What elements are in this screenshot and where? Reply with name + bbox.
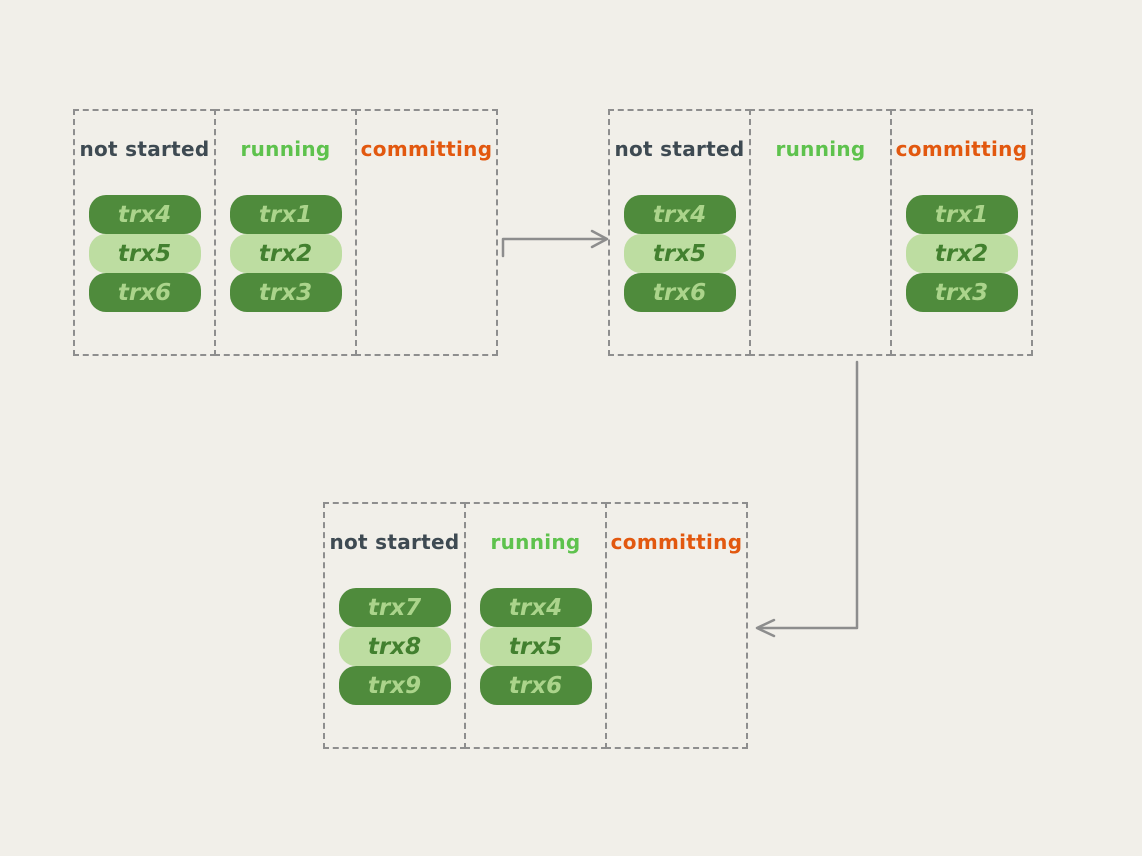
column-running: running trx4 trx5 trx6 [464, 502, 607, 749]
column-not-started: not started trx4 trx5 trx6 [73, 109, 216, 356]
column-header-not-started: not started [79, 137, 210, 161]
column-header-running: running [775, 137, 866, 161]
column-header-running: running [490, 530, 581, 554]
trx-pill: trx8 [338, 627, 451, 666]
column-header-committing: committing [360, 137, 493, 161]
trx-pill: trx5 [623, 234, 736, 273]
trx-pill: trx3 [905, 273, 1018, 312]
trx-pill: trx5 [88, 234, 201, 273]
trx-pill: trx4 [479, 588, 592, 627]
trx-pill: trx5 [479, 627, 592, 666]
arrow-right-head-icon [590, 229, 609, 249]
column-header-committing: committing [610, 530, 743, 554]
trx-pill: trx6 [88, 273, 201, 312]
trx-pill: trx6 [479, 666, 592, 705]
arrow-left-head-icon [755, 618, 776, 638]
column-committing: committing [605, 502, 748, 749]
column-header-not-started: not started [614, 137, 745, 161]
column-not-started: not started trx7 trx8 trx9 [323, 502, 466, 749]
state-panel-initial: not started trx4 trx5 trx6 running trx1 … [73, 109, 498, 356]
arrow-down-left-line [758, 360, 859, 630]
column-header-running: running [240, 137, 331, 161]
pill-stack: trx4 trx5 trx6 [466, 588, 605, 705]
trx-pill: trx2 [905, 234, 1018, 273]
pill-stack: trx7 trx8 trx9 [325, 588, 464, 705]
state-panel-next-batch: not started trx7 trx8 trx9 running trx4 … [323, 502, 748, 749]
trx-pill: trx1 [905, 195, 1018, 234]
pill-stack: trx4 trx5 trx6 [75, 195, 214, 312]
pill-stack: trx1 trx2 trx3 [216, 195, 355, 312]
state-panel-committing: not started trx4 trx5 trx6 running commi… [608, 109, 1033, 356]
column-header-committing: committing [895, 137, 1028, 161]
trx-pill: trx7 [338, 588, 451, 627]
column-header-not-started: not started [329, 530, 460, 554]
trx-pill: trx4 [88, 195, 201, 234]
trx-pill: trx4 [623, 195, 736, 234]
pill-stack: trx1 trx2 trx3 [892, 195, 1031, 312]
column-committing: committing [355, 109, 498, 356]
column-running: running [749, 109, 892, 356]
arrow-right-line [501, 237, 606, 258]
column-committing: committing trx1 trx2 trx3 [890, 109, 1033, 356]
pill-stack: trx4 trx5 trx6 [610, 195, 749, 312]
trx-pill: trx6 [623, 273, 736, 312]
column-not-started: not started trx4 trx5 trx6 [608, 109, 751, 356]
trx-pill: trx9 [338, 666, 451, 705]
trx-pill: trx3 [229, 273, 342, 312]
trx-pill: trx2 [229, 234, 342, 273]
trx-pill: trx1 [229, 195, 342, 234]
column-running: running trx1 trx2 trx3 [214, 109, 357, 356]
